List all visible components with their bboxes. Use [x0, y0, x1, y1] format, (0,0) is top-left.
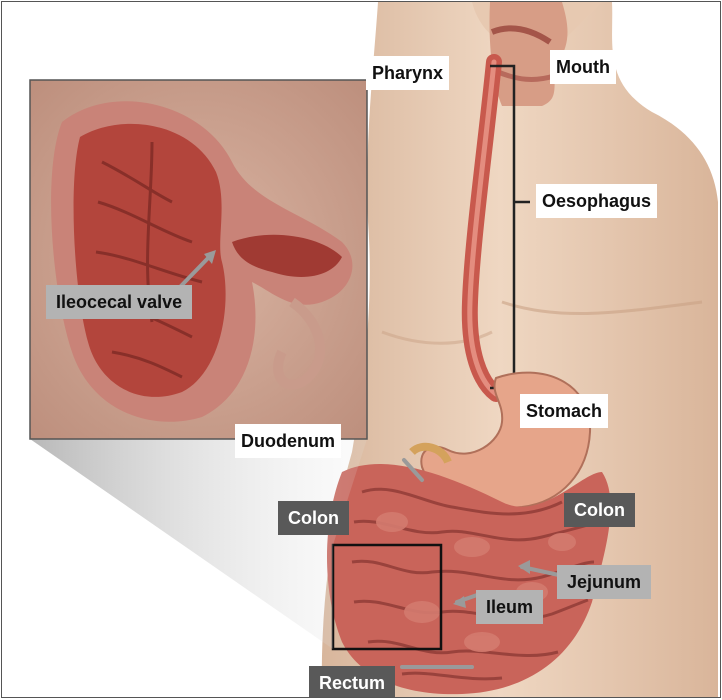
label-stomach: Stomach — [520, 394, 608, 428]
label-ileum: Ileum — [476, 590, 543, 624]
label-ileocecal-valve: Ileocecal valve — [46, 285, 192, 319]
label-duodenum: Duodenum — [235, 424, 341, 458]
label-colon-left: Colon — [278, 501, 349, 535]
label-oesophagus: Oesophagus — [536, 184, 657, 218]
label-mouth: Mouth — [550, 50, 616, 84]
label-colon-right: Colon — [564, 493, 635, 527]
ileocecal-inset — [30, 80, 367, 439]
label-jejunum: Jejunum — [557, 565, 651, 599]
label-rectum: Rectum — [309, 666, 395, 698]
zoom-projection-wedge — [30, 439, 367, 649]
label-pharynx: Pharynx — [366, 56, 449, 90]
